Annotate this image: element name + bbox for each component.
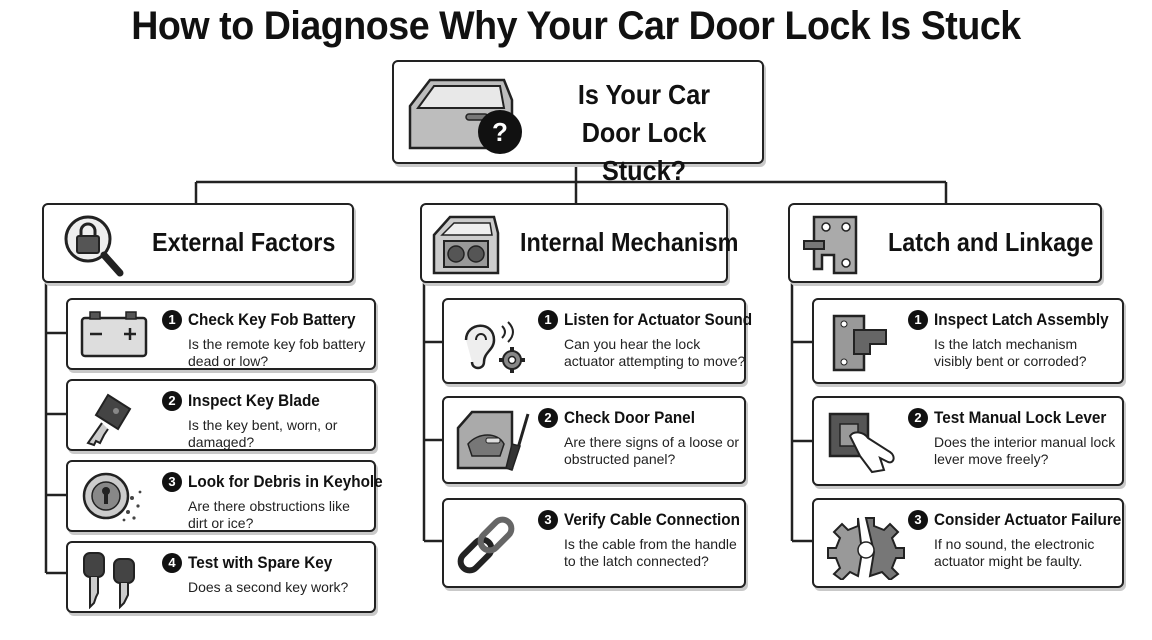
svg-text:?: ? [492,117,508,147]
step-title: Inspect Key Blade [188,391,320,410]
card-verify-cable-connection: 3 Verify Cable Connection Is the cable fr… [442,498,746,588]
card-check-key-fob-battery: 1 Check Key Fob Battery Is the remote key… [66,298,376,370]
step-description: If no sound, the electronic actuator mig… [934,536,1095,569]
step-title: Inspect Latch Assembly [934,310,1109,329]
category-internal-mechanism: Internal Mechanism [420,203,738,283]
step-number: 4 [162,553,182,573]
magnifier-lock-icon [60,211,126,279]
root-line-1: Is Your Car [577,79,711,110]
step-description: Are there obstructions like dirt or ice? [188,498,350,531]
step-number: 1 [538,310,558,330]
step-description: Are there signs of a loose or obstructed… [564,434,740,467]
step-description: Is the remote key fob battery dead or lo… [188,336,366,369]
step-title: Consider Actuator Failure [934,510,1122,529]
category-label: External Factors [152,227,336,257]
category-latch-linkage: Latch and Linkage [788,203,1102,283]
card-listen-actuator-sound: 1 Listen for Actuator Sound Can you hear … [442,298,752,384]
step-description: Can you hear the lock actuator attemptin… [564,336,746,369]
card-test-manual-lock-lever: 2 Test Manual Lock Lever Does the interio… [812,396,1124,486]
keyhole-debris-icon [78,468,170,528]
category-label: Latch and Linkage [888,227,1094,257]
ear-gear-icon [454,310,546,376]
root-question-box: ? Is Your Car Door Lock Stuck? [392,60,764,186]
card-look-for-debris: 3 Look for Debris in Keyhole Are there ob… [66,460,383,532]
step-description: Does the interior manual lock lever move… [934,434,1116,467]
latch-assembly-icon [824,310,916,376]
step-title: Look for Debris in Keyhole [188,472,383,491]
card-test-spare-key: 4 Test with Spare Key Does a second key w… [66,541,376,613]
root-line-2: Door Lock Stuck? [581,117,707,186]
chain-link-icon [454,512,546,580]
step-description: Is the cable from the handle to the latc… [564,536,737,569]
battery-icon [78,306,170,366]
card-check-door-panel: 2 Check Door Panel Are there signs of a l… [442,396,746,484]
step-number: 3 [162,472,182,492]
step-title: Test with Spare Key [188,553,333,572]
step-number: 3 [908,510,928,530]
step-description: Is the key bent, worn, or damaged? [188,417,338,450]
card-inspect-latch-assembly: 1 Inspect Latch Assembly Is the latch mec… [812,298,1124,384]
card-inspect-key-blade: 2 Inspect Key Blade Is the key bent, worn… [66,379,376,451]
step-number: 2 [538,408,558,428]
category-label: Internal Mechanism [520,227,739,257]
step-title: Verify Cable Connection [564,510,740,529]
root-question-text: Is Your Car Door Lock Stuck? [545,76,743,190]
step-description: Is the latch mechanism visibly bent or c… [934,336,1087,369]
step-description: Does a second key work? [188,579,349,595]
door-interior-icon [430,213,502,277]
step-number: 1 [162,310,182,330]
car-key-icon [78,387,170,447]
card-consider-actuator-failure: 3 Consider Actuator Failure If no sound, … [812,498,1124,588]
step-number: 1 [908,310,928,330]
hand-lever-icon [824,408,916,478]
broken-gear-icon [824,512,916,582]
step-number: 3 [538,510,558,530]
step-title: Check Key Fob Battery [188,310,356,329]
car-door-question-icon: ? [404,70,524,158]
door-panel-screwdriver-icon [454,408,546,476]
step-title: Listen for Actuator Sound [564,310,753,329]
step-title: Check Door Panel [564,408,695,427]
step-title: Test Manual Lock Lever [934,408,1107,427]
two-keys-icon [78,549,170,610]
page-title: How to Diagnose Why Your Car Door Lock I… [131,4,1021,48]
step-number: 2 [162,391,182,411]
category-external-factors: External Factors [42,203,354,283]
latch-plate-icon [800,211,870,279]
step-number: 2 [908,408,928,428]
